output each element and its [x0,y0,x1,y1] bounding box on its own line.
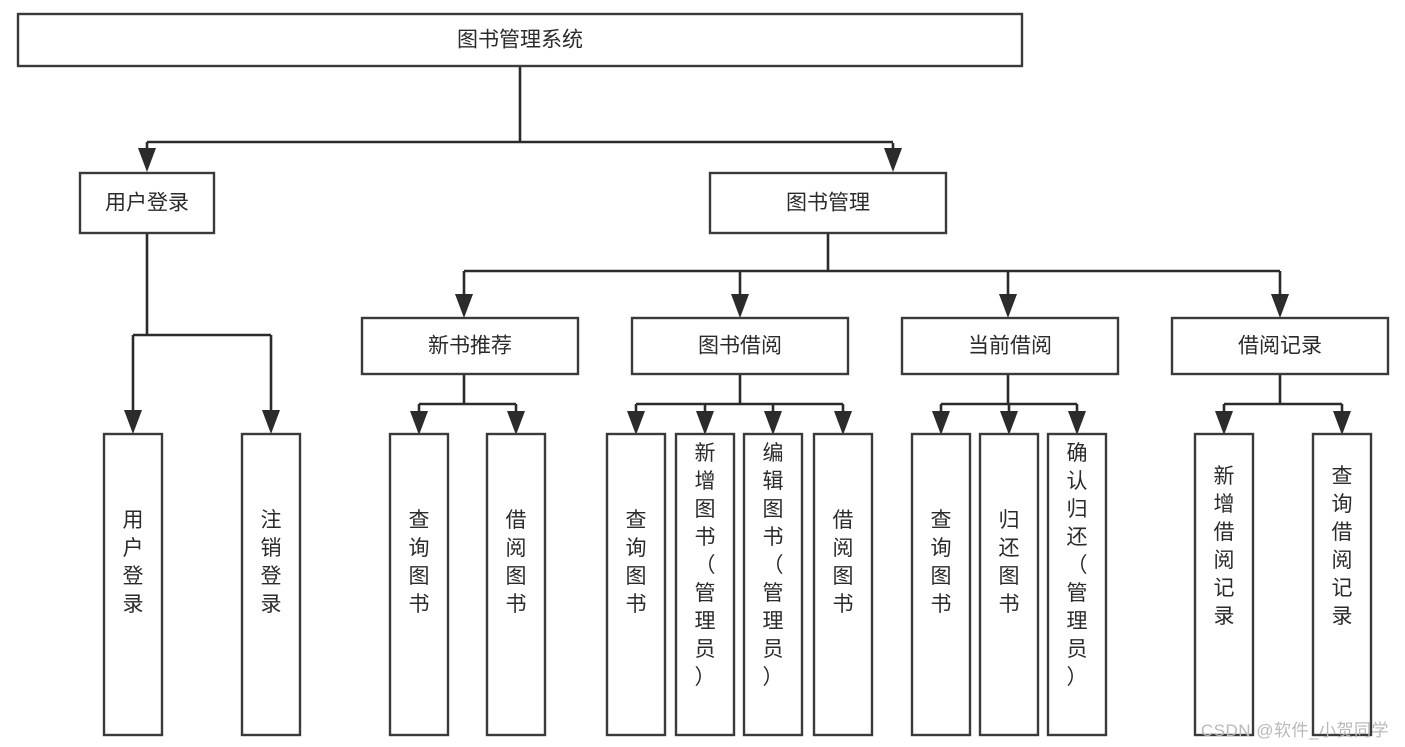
node-leaf-query-record-label: 查询借阅记录 [1332,465,1353,628]
node-root[interactable]: 图书管理系统 [16,12,1024,68]
node-book-borrow[interactable]: 图书借阅 [630,316,850,376]
arrow-icon [696,411,714,435]
node-leaf-add-book[interactable]: 新增图书（管理员） [674,432,736,737]
node-leaf-add-record[interactable]: 新增借阅记录 [1193,432,1255,737]
node-leaf-return-book-label: 归还图书 [999,509,1020,616]
node-borrow-record[interactable]: 借阅记录 [1170,316,1390,376]
node-leaf-borrow-book-2-label: 借阅图书 [833,509,854,616]
node-leaf-query-book-3[interactable]: 查询图书 [910,432,972,737]
node-leaf-borrow-book-1[interactable]: 借阅图书 [485,432,547,737]
node-book-manage[interactable]: 图书管理 [708,171,948,235]
arrow-icon [999,294,1017,318]
arrow-icon [1068,411,1086,435]
arrow-icon [764,411,782,435]
connector-bookmanage-to-level2 [455,233,1289,318]
node-leaf-return-book[interactable]: 归还图书 [978,432,1040,737]
node-leaf-query-book-3-label: 查询图书 [931,509,952,616]
node-new-book-recommend[interactable]: 新书推荐 [360,316,580,376]
node-leaf-query-book-1-label: 查询图书 [409,509,430,616]
node-user-login-label: 用户登录 [105,192,189,215]
connector-currentborrow-to-leaves [932,373,1086,435]
csdn-watermark: CSDN @软件_小贺同学 [1200,721,1389,740]
node-leaf-confirm-return-label: 确认归还（管理员） [1067,442,1088,689]
arrow-icon [627,411,645,435]
node-current-borrow-label: 当前借阅 [968,335,1052,358]
arrow-icon [834,411,852,435]
node-leaf-edit-book[interactable]: 编辑图书（管理员） [742,432,804,737]
arrow-icon [884,148,902,172]
arrow-icon [138,148,156,172]
node-book-manage-label: 图书管理 [786,192,870,215]
node-leaf-user-login[interactable]: 用户登录 [102,432,164,737]
node-leaf-query-book-2[interactable]: 查询图书 [605,432,667,737]
arrow-icon [455,294,473,318]
arrow-icon [1000,411,1018,435]
arrow-icon [262,410,280,434]
node-leaf-query-book-2-label: 查询图书 [626,509,647,616]
arrow-icon [410,411,428,435]
connector-borrowrecord-to-leaves [1215,373,1351,435]
arrow-icon [507,411,525,435]
node-leaf-user-logout[interactable]: 注销登录 [240,432,302,737]
node-leaf-add-record-label: 新增借阅记录 [1214,465,1235,628]
node-leaf-add-book-label: 新增图书（管理员） [695,442,716,689]
node-root-label: 图书管理系统 [457,29,583,52]
arrow-icon [932,411,950,435]
node-leaf-user-login-label: 用户登录 [123,509,144,616]
node-leaf-borrow-book-1-label: 借阅图书 [506,509,527,616]
node-book-borrow-label: 图书借阅 [698,335,782,358]
connector-newbook-to-leaves [410,373,525,435]
arrow-icon [731,294,749,318]
arrow-icon [124,410,142,434]
arrow-icon [1271,294,1289,318]
node-leaf-confirm-return[interactable]: 确认归还（管理员） [1046,432,1108,737]
node-user-login[interactable]: 用户登录 [78,171,216,235]
node-new-book-recommend-label: 新书推荐 [428,335,512,358]
connector-userlogin-to-leaves [124,233,280,434]
arrow-icon [1215,411,1233,435]
connector-root-to-level1 [138,66,902,172]
node-current-borrow[interactable]: 当前借阅 [900,316,1120,376]
connector-bookborrow-to-leaves [627,373,852,435]
node-leaf-user-logout-label: 注销登录 [261,509,282,616]
node-borrow-record-label: 借阅记录 [1238,335,1322,358]
node-leaf-query-book-1[interactable]: 查询图书 [388,432,450,737]
node-leaf-edit-book-label: 编辑图书（管理员） [763,442,784,689]
arrow-icon [1333,411,1351,435]
node-leaf-borrow-book-2[interactable]: 借阅图书 [812,432,874,737]
node-leaf-query-record[interactable]: 查询借阅记录 [1311,432,1373,737]
